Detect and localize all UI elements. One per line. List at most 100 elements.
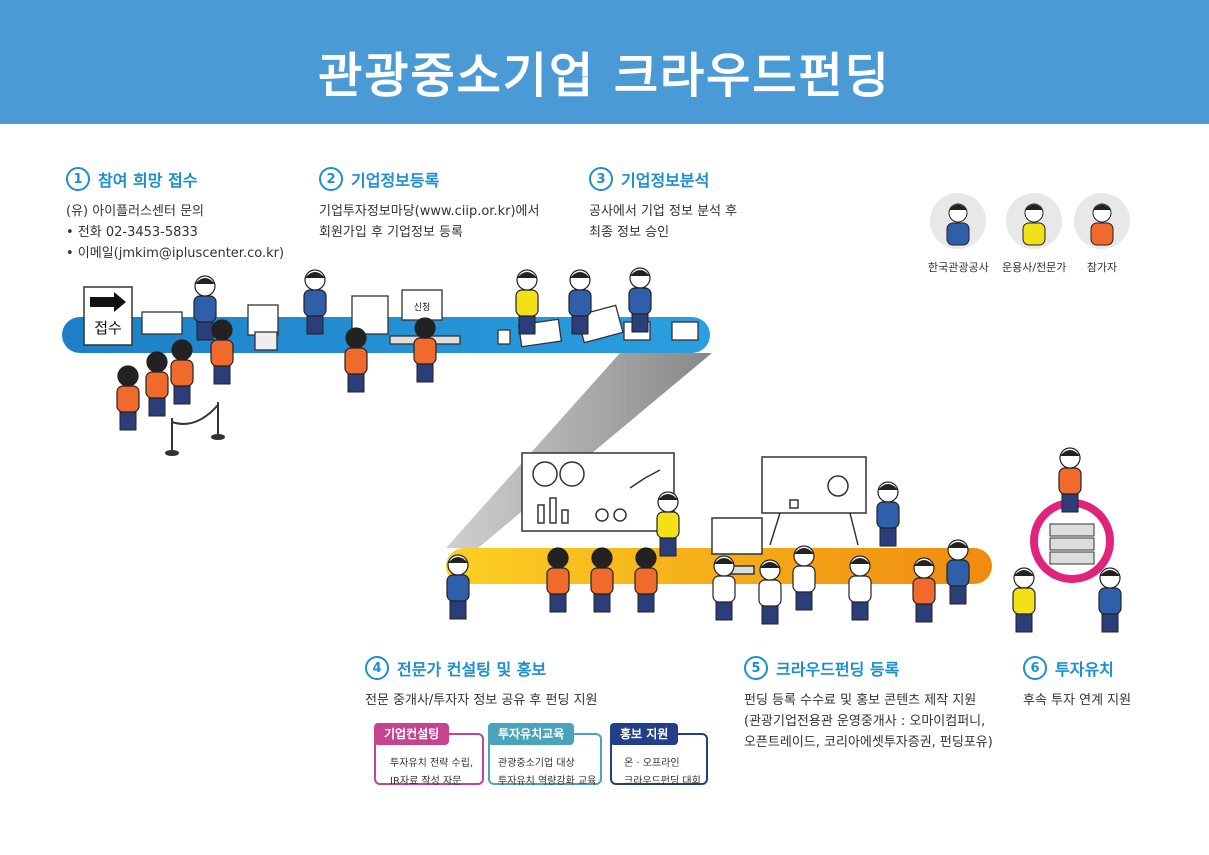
person-figure — [848, 555, 872, 621]
person-figure — [792, 545, 816, 611]
person-legs — [1061, 493, 1079, 513]
person-body — [912, 577, 936, 605]
person-hair — [914, 560, 934, 566]
person-figure — [628, 267, 652, 333]
person-figure — [170, 339, 194, 405]
person-body — [145, 371, 169, 399]
legend-avatar-expert — [1006, 193, 1063, 249]
person-legs — [416, 363, 434, 383]
person-figure — [1098, 567, 1122, 633]
person-figure — [446, 554, 470, 620]
person-hair — [147, 354, 167, 360]
person-hair — [630, 270, 650, 276]
person-legs — [449, 600, 467, 620]
person-body — [634, 567, 658, 595]
person-body — [1098, 587, 1122, 615]
tag-line: IR자료 작성 자문 — [390, 776, 462, 787]
person-hair — [592, 550, 612, 556]
person-legs — [851, 601, 869, 621]
step-3: 3 기업정보분석 공사에서 기업 정보 분석 후 최종 정보 승인 — [589, 167, 737, 243]
tag-line: 크라우드펀딩 대회 — [624, 776, 701, 787]
person-icon — [1090, 203, 1114, 246]
tag-line: 투자유치 역량강화 교육 — [498, 776, 597, 787]
person-figure — [946, 539, 970, 605]
legend-avatar-kto — [930, 193, 987, 249]
step-title: 참여 희망 접수 — [98, 171, 198, 190]
person-hair — [415, 320, 435, 326]
step-4: 4 전문가 컨설팅 및 홍보 전문 중개사/투자자 정보 공유 후 펀딩 지원 — [365, 656, 598, 711]
person-figure — [568, 269, 592, 335]
person-body — [546, 567, 570, 595]
person-body — [170, 359, 194, 387]
person-body — [946, 559, 970, 587]
person-body — [758, 579, 782, 607]
person-body — [1058, 467, 1082, 495]
person-figure — [344, 327, 368, 393]
person-legs — [213, 365, 231, 385]
step-5: 5 크라우드펀딩 등록 펀딩 등록 수수료 및 홍보 콘텐츠 제작 지원 (관광… — [744, 656, 993, 753]
person-legs — [795, 591, 813, 611]
reception-sign: 접수 — [83, 286, 133, 346]
reception-sign-text: 접수 — [94, 319, 122, 337]
step-line: 후속 투자 연계 지원 — [1023, 693, 1132, 708]
step-6: 6 투자유치 후속 투자 연계 지원 — [1023, 656, 1131, 711]
person-body — [848, 575, 872, 603]
tag-label: 투자유치교육 — [488, 723, 575, 745]
person-legs — [659, 537, 677, 557]
step-title: 크라우드펀딩 등록 — [776, 660, 900, 679]
step-title: 기업정보분석 — [621, 171, 710, 190]
step-number: 3 — [589, 167, 613, 191]
tag-consulting: 기업컨설팅 투자유치 전략 수립, IR자료 작성 자문 — [374, 723, 484, 787]
person-hair — [878, 484, 898, 490]
person-legs — [119, 411, 137, 431]
person-figure — [712, 555, 736, 621]
tag-education: 투자유치교육 관광중소기업 대상 투자유치 역량강화 교육 — [488, 723, 602, 787]
person-body — [628, 287, 652, 315]
person-figure — [515, 269, 539, 335]
legend-kto: 한국관광공사 — [928, 193, 989, 275]
person-figure — [876, 481, 900, 547]
person-body — [413, 337, 437, 365]
tag-line: 관광중소기업 대상 — [498, 758, 575, 769]
person-body — [656, 511, 680, 539]
person-legs — [571, 315, 589, 335]
tag-promotion: 홍보 지원 온 · 오프라인 크라우드펀딩 대회 — [610, 723, 708, 787]
tag-line: 투자유치 전략 수립, — [390, 758, 474, 769]
person-hair — [212, 322, 232, 328]
person-legs — [549, 593, 567, 613]
step-number: 2 — [319, 167, 343, 191]
step-number: 4 — [365, 656, 389, 680]
legend-label: 참가자 — [1086, 261, 1118, 274]
person-legs — [518, 315, 536, 335]
person-hair — [172, 342, 192, 348]
person-hair — [1100, 570, 1120, 576]
person-legs — [1015, 613, 1033, 633]
person-figure — [546, 547, 570, 613]
belt-connector — [446, 353, 712, 548]
person-legs — [879, 527, 897, 547]
legend-avatar-participant — [1074, 193, 1130, 249]
person-legs — [593, 593, 611, 613]
legend-participant: 참가자 — [1074, 193, 1130, 275]
person-icon — [946, 203, 970, 246]
person-figure — [1058, 447, 1082, 513]
person-figure — [634, 547, 658, 613]
person-figure — [1012, 567, 1036, 633]
step-line: • 이메일(jmkim@ipluscenter.co.kr) — [66, 246, 285, 261]
person-hair — [1060, 450, 1080, 456]
person-hair — [760, 562, 780, 568]
person-hair — [448, 557, 468, 563]
person-figure — [193, 275, 217, 341]
step-line: 회원가입 후 기업정보 등록 — [319, 225, 463, 240]
step-1: 1 참여 희망 접수 (유) 아이플러스센터 문의 • 전화 02-3453-5… — [66, 167, 284, 264]
person-legs — [148, 397, 166, 417]
step-line: 공사에서 기업 정보 분석 후 — [589, 204, 738, 219]
tag-line: 온 · 오프라인 — [624, 758, 680, 769]
person-body — [193, 295, 217, 323]
person-hair — [118, 368, 138, 374]
page-title: 관광중소기업 크라우드펀딩 — [318, 48, 891, 104]
person-figure — [116, 365, 140, 431]
person-hair — [517, 272, 537, 278]
person-legs — [949, 585, 967, 605]
step-line: 오픈트레이드, 코리아에셋투자증권, 펀딩포유) — [744, 735, 993, 750]
